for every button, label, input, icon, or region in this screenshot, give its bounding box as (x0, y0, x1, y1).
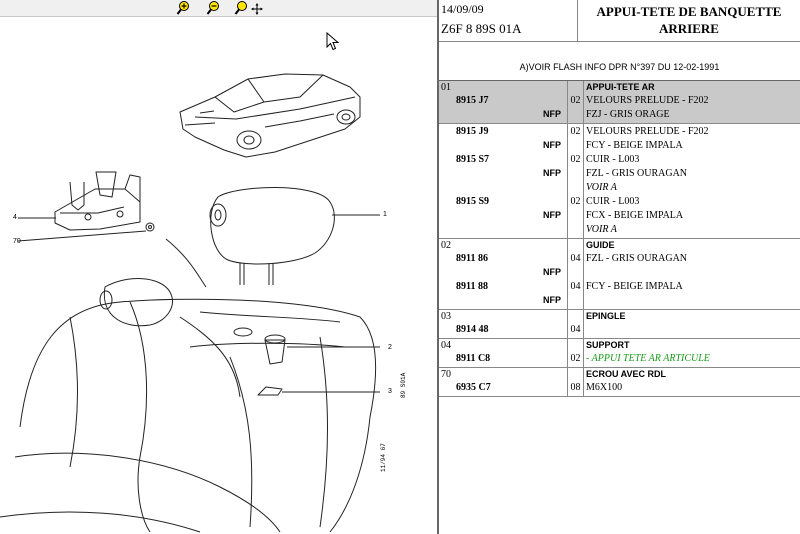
part-description: FCY - BEIGE IMPALA (586, 281, 683, 292)
part-description: VELOURS PRELUDE - F202 (586, 126, 709, 137)
group-number: 02 (441, 240, 451, 251)
part-reference[interactable]: 8914 48 (456, 324, 489, 335)
column-separator (567, 310, 568, 338)
part-description: FCY - BEIGE IMPALA (586, 140, 683, 151)
drawing-panel[interactable]: 1 2 3 4 70 89 S01A 11/94 67 (0, 0, 437, 534)
column-separator (583, 310, 584, 338)
nfp-flag: NFP (543, 140, 561, 150)
group-title: ECROU AVEC RDL (586, 369, 667, 379)
part-quantity: 04 (570, 324, 581, 335)
column-separator (583, 81, 584, 123)
support-bracket (17, 171, 155, 242)
part-quantity: 02 (570, 353, 581, 364)
part-quantity: 02 (570, 196, 581, 207)
part-reference[interactable]: 8915 J9 (456, 126, 489, 137)
group-number: 01 (441, 82, 451, 93)
callout-label: 3 (388, 388, 392, 395)
parts-panel: 14/09/09 Z6F 8 89S 01A APPUI-TETE DE BAN… (439, 0, 800, 534)
part-reference[interactable]: 8915 S9 (456, 196, 490, 207)
zoom-out-icon[interactable] (204, 0, 224, 17)
part-reference[interactable]: 8911 C8 (456, 353, 491, 364)
part-description: FZJ - GRIS ORAGE (586, 109, 670, 120)
page-title-line: APPUI-TETE DE BANQUETTE (596, 4, 782, 19)
part-group[interactable]: 04 SUPPORT 8911 C8 02 - APPUI TETE AR ARTICU… (439, 339, 800, 368)
part-description: FZL - GRIS OURAGAN (586, 168, 688, 179)
part-reference[interactable]: 6935 C7 (456, 382, 491, 393)
flash-info-note: A)VOIR FLASH INFO DPR N°397 DU 12-02-199… (519, 62, 720, 72)
zoom-toolbar (0, 0, 437, 17)
note-divider (439, 80, 800, 81)
part-group[interactable]: 70 ECROU AVEC RDL 6935 C7 08 M6X100 (439, 368, 800, 397)
column-separator (567, 368, 568, 396)
drawing-code: 89 S01A (400, 372, 407, 398)
part-quantity: 02 (570, 126, 581, 137)
zoom-in-icon[interactable] (174, 0, 194, 17)
part-description: - APPUI TETE AR ARTICULE (586, 353, 710, 364)
drawing-date: 11/94 67 (380, 443, 387, 472)
part-quantity: 04 (570, 253, 581, 264)
group-title: GUIDE (586, 240, 615, 250)
parts-header: 14/09/09 Z6F 8 89S 01A APPUI-TETE DE BAN… (439, 0, 800, 42)
catalog-reference: Z6F 8 89S 01A (441, 21, 522, 36)
page-title: APPUI-TETE DE BANQUETTE ARRIERE (578, 3, 800, 37)
column-separator (583, 339, 584, 367)
part-reference[interactable]: 8911 86 (456, 253, 488, 264)
column-separator (567, 81, 568, 123)
part-reference[interactable]: 8915 J7 (456, 95, 489, 106)
group-number: 70 (441, 369, 451, 380)
column-separator (583, 368, 584, 396)
part-description: FZL - GRIS OURAGAN (586, 253, 688, 264)
part-description: CUIR - L003 (586, 196, 640, 207)
part-description: VELOURS PRELUDE - F202 (586, 95, 709, 106)
part-description: VOIR A (586, 182, 617, 193)
group-number: 03 (441, 311, 451, 322)
column-separator (583, 239, 584, 309)
car-illustration (179, 73, 361, 158)
headrest-illustration (165, 187, 380, 288)
part-description: FCX - BEIGE IMPALA (586, 210, 684, 221)
column-separator (567, 124, 568, 238)
callout-label: 4 (13, 214, 17, 221)
column-separator (567, 239, 568, 309)
part-reference[interactable]: 8915 S7 (456, 154, 490, 165)
nfp-flag: NFP (543, 109, 561, 119)
header-separator (577, 0, 578, 42)
part-quantity: 02 (570, 154, 581, 165)
column-separator (567, 339, 568, 367)
callout-label: 1 (383, 211, 387, 218)
nfp-flag: NFP (543, 267, 561, 277)
nfp-flag: NFP (543, 168, 561, 178)
part-quantity: 02 (570, 95, 581, 106)
callout-label: 2 (388, 344, 392, 351)
group-number: 04 (441, 340, 451, 351)
part-quantity: 08 (570, 382, 581, 393)
part-description: CUIR - L003 (586, 154, 640, 165)
mouse-cursor-icon (326, 32, 340, 51)
exploded-parts-drawing (0, 73, 380, 533)
part-description: M6X100 (586, 382, 623, 393)
panel-divider[interactable] (437, 0, 439, 534)
catalog-date: 14/09/09 (441, 2, 484, 16)
group-title: EPINGLE (586, 311, 626, 321)
group-title: APPUI-TETE AR (586, 82, 655, 92)
callout-label: 70 (13, 238, 21, 245)
part-description: VOIR A (586, 224, 617, 235)
part-quantity: 04 (570, 281, 581, 292)
bench-seat-illustration (0, 278, 380, 533)
column-separator (583, 124, 584, 238)
zoom-pan-icon[interactable] (232, 0, 264, 17)
part-group[interactable]: 03 EPINGLE 8914 48 04 (439, 310, 800, 339)
group-title: SUPPORT (586, 340, 630, 350)
page-title-line: ARRIERE (659, 21, 719, 36)
nfp-flag: NFP (543, 295, 561, 305)
nfp-flag: NFP (543, 210, 561, 220)
part-reference[interactable]: 8911 88 (456, 281, 488, 292)
